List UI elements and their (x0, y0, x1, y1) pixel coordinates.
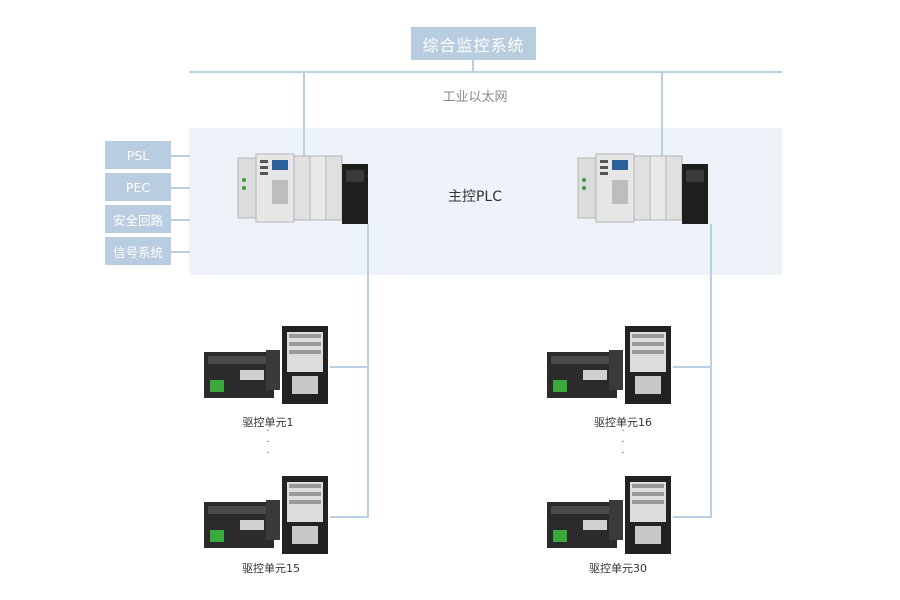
unit-label-1: 驱控单元1 (242, 416, 294, 429)
plc-drop-right (710, 224, 712, 518)
side-connector-pec (171, 187, 190, 189)
bus-drop-right (661, 72, 663, 162)
drive-unit-icon (547, 326, 671, 404)
drive-unit-icon (204, 326, 328, 404)
unit-connector-left-top (330, 366, 368, 368)
side-box-psl: PSL (105, 141, 171, 169)
ethernet-label: 工业以太网 (442, 90, 508, 105)
side-box-signal-system: 信号系统 (105, 237, 171, 265)
main-plc-label: 主控PLC (447, 189, 503, 205)
side-box-pec: PEC (105, 173, 171, 201)
unit-connector-right-bottom (673, 516, 711, 518)
ellipsis-dots-right: ··· (621, 426, 625, 459)
system-title: 综合监控系统 (411, 27, 536, 60)
unit-label-30: 驱控单元30 (589, 562, 647, 575)
ethernet-bus-line (189, 71, 782, 73)
unit-label-15: 驱控单元15 (242, 562, 300, 575)
title-connector (472, 60, 474, 72)
unit-connector-right-top (673, 366, 711, 368)
side-connector-signal (171, 251, 190, 253)
side-box-safety-loop: 安全回路 (105, 205, 171, 233)
drive-unit-icon (204, 476, 328, 554)
plc-drop-left (367, 224, 369, 518)
side-connector-safety (171, 219, 190, 221)
plc-device-icon (577, 153, 708, 224)
unit-label-16: 驱控单元16 (594, 416, 652, 429)
ellipsis-dots-left: ··· (266, 426, 270, 459)
unit-connector-left-bottom (330, 516, 368, 518)
plc-device-icon (237, 153, 368, 224)
bus-drop-left (303, 72, 305, 162)
drive-unit-icon (547, 476, 671, 554)
side-connector-psl (171, 155, 190, 157)
